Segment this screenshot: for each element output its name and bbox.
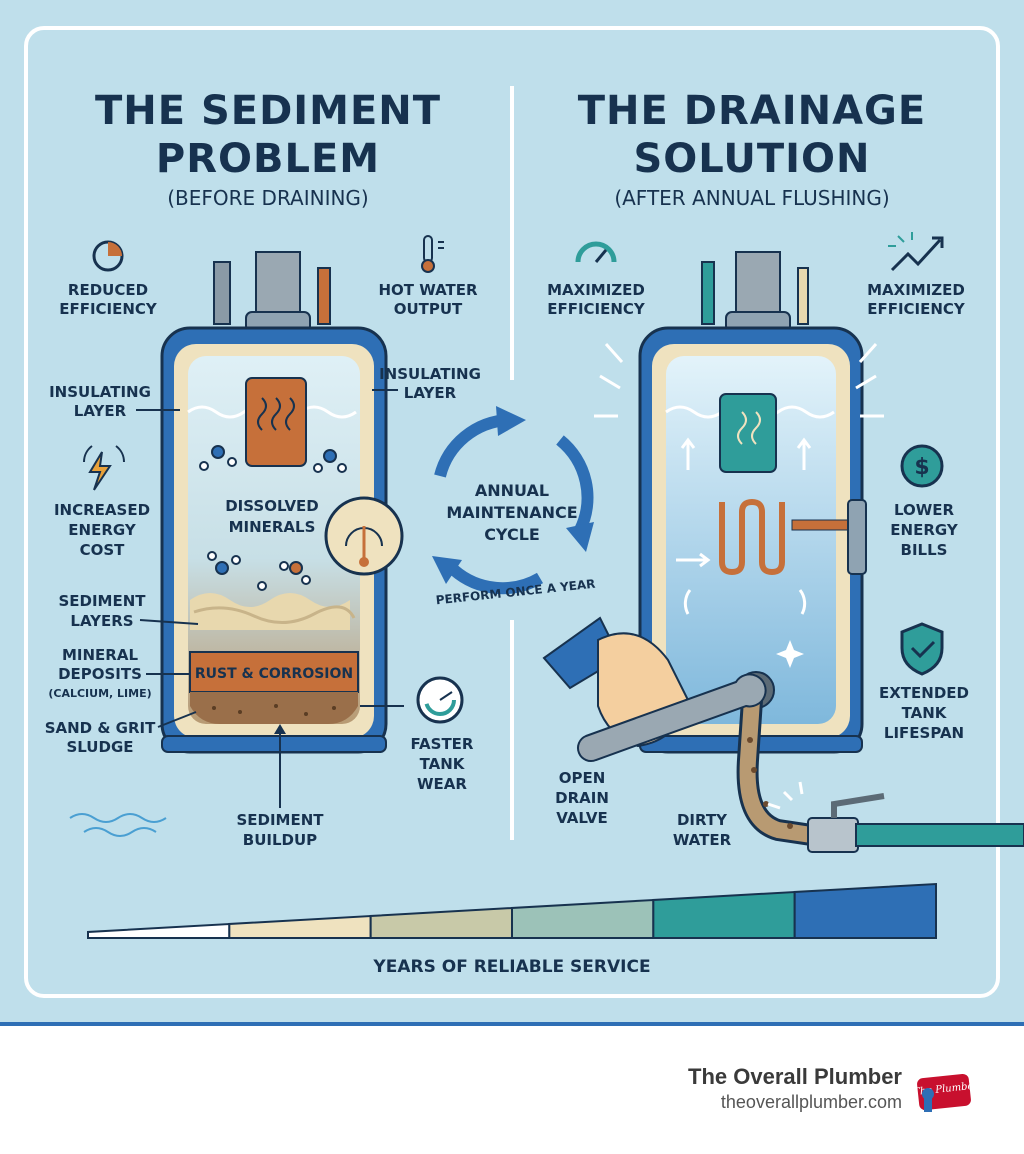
svg-text:HOT WATER: HOT WATER: [378, 281, 478, 299]
trend-up-icon: [888, 232, 944, 272]
right-subtitle: (AFTER ANNUAL FLUSHING): [614, 186, 889, 210]
label-dissolved-minerals: DISSOLVED MINERALS: [225, 497, 319, 536]
rust-corrosion-label: RUST & CORROSION: [195, 666, 353, 682]
svg-text:MAINTENANCE: MAINTENANCE: [446, 503, 577, 522]
shield-check-icon: [900, 622, 944, 676]
svg-text:LAYER: LAYER: [74, 402, 127, 420]
svg-text:(CALCIUM, LIME): (CALCIUM, LIME): [48, 687, 151, 700]
service-bar-segment-5: [652, 890, 796, 939]
label-maximized-efficiency-left: MAXIMIZED EFFICIENCY: [547, 281, 646, 318]
gauge-icon: [416, 676, 464, 724]
svg-text:BILLS: BILLS: [901, 541, 948, 559]
svg-text:ENERGY: ENERGY: [890, 521, 959, 539]
reduced-efficiency-icon: [92, 240, 124, 272]
maintenance-cycle-icon: [432, 406, 594, 595]
svg-text:EFFICIENCY: EFFICIENCY: [867, 300, 966, 318]
svg-text:TANK: TANK: [420, 755, 466, 773]
thermometer-icon: [421, 235, 444, 273]
left-title-line2: PROBLEM: [156, 136, 380, 182]
footer-divider: [0, 1022, 1024, 1026]
svg-text:TANK: TANK: [902, 704, 948, 722]
cycle-label: ANNUAL MAINTENANCE CYCLE: [446, 481, 577, 544]
svg-text:SEDIMENT: SEDIMENT: [58, 592, 146, 610]
svg-text:SLUDGE: SLUDGE: [66, 738, 133, 756]
svg-text:DIRTY: DIRTY: [677, 811, 728, 829]
footer: The Overall Plumber theoverallplumber.co…: [0, 1026, 1024, 1154]
svg-text:OPEN: OPEN: [559, 769, 606, 787]
svg-text:CYCLE: CYCLE: [484, 525, 540, 544]
right-title-line2: SOLUTION: [633, 136, 870, 182]
label-lower-energy-bills: LOWER ENERGY BILLS: [890, 501, 959, 559]
svg-text:$: $: [914, 455, 929, 480]
svg-text:EFFICIENCY: EFFICIENCY: [547, 300, 646, 318]
label-insulating-layer-right: INSULATING LAYER: [372, 365, 481, 402]
label-insulating-layer-left: INSULATING LAYER: [49, 383, 180, 420]
brand: The Overall Plumber theoverallplumber.co…: [688, 1064, 902, 1113]
label-sediment-layers: SEDIMENT LAYERS: [58, 592, 199, 630]
label-extended-tank-lifespan: EXTENDED TANK LIFESPAN: [879, 684, 969, 742]
left-title-line1: THE SEDIMENT: [95, 88, 441, 134]
brand-name: The Overall Plumber: [688, 1064, 902, 1089]
svg-text:LAYER: LAYER: [404, 384, 457, 402]
service-bar-label: YEARS OF RELIABLE SERVICE: [372, 957, 650, 977]
svg-text:LOWER: LOWER: [894, 501, 955, 519]
label-increased-energy-cost: INCREASED ENERGY COST: [54, 501, 150, 559]
svg-text:SEDIMENT: SEDIMENT: [236, 811, 324, 829]
svg-text:WEAR: WEAR: [417, 775, 467, 793]
svg-text:INCREASED: INCREASED: [54, 501, 150, 519]
sediment-tank: RUST & CORROSION: [160, 251, 404, 754]
service-bar-segment-6: [793, 882, 937, 939]
label-hot-water-output: HOT WATER OUTPUT: [378, 281, 478, 318]
svg-text:MAXIMIZED: MAXIMIZED: [867, 281, 965, 299]
svg-text:LAYERS: LAYERS: [70, 612, 133, 630]
speedometer-icon: [575, 241, 617, 263]
drain-hose: [736, 671, 1024, 853]
svg-text:DRAIN: DRAIN: [555, 789, 609, 807]
svg-text:WATER: WATER: [673, 831, 732, 849]
panel-frame: [24, 26, 1000, 998]
svg-text:FASTER: FASTER: [411, 735, 474, 753]
svg-text:BUILDUP: BUILDUP: [243, 831, 317, 849]
plumber-logo: The Plumber: [914, 1073, 972, 1112]
svg-text:COST: COST: [80, 541, 126, 559]
water-waves-icon: [69, 813, 167, 837]
svg-text:MINERAL: MINERAL: [62, 646, 138, 664]
svg-text:DISSOLVED: DISSOLVED: [225, 497, 319, 515]
svg-text:EFFICIENCY: EFFICIENCY: [59, 300, 158, 318]
svg-text:OUTPUT: OUTPUT: [394, 300, 463, 318]
svg-text:DEPOSITS: DEPOSITS: [58, 665, 142, 683]
label-reduced-efficiency: REDUCED EFFICIENCY: [59, 281, 158, 318]
svg-text:ENERGY: ENERGY: [68, 521, 137, 539]
left-subtitle: (BEFORE DRAINING): [167, 186, 368, 210]
label-maximized-efficiency-right: MAXIMIZED EFFICIENCY: [867, 281, 966, 318]
brand-url[interactable]: theoverallplumber.com: [720, 1092, 902, 1112]
label-faster-tank-wear: FASTER TANK WEAR: [360, 705, 474, 793]
label-sand-grit: SAND & GRIT SLUDGE: [45, 711, 197, 756]
svg-text:ANNUAL: ANNUAL: [475, 481, 549, 500]
svg-text:MINERALS: MINERALS: [229, 518, 316, 536]
svg-text:VALVE: VALVE: [556, 809, 608, 827]
label-mineral-deposits: MINERAL DEPOSITS (CALCIUM, LIME): [48, 646, 190, 700]
svg-text:INSULATING: INSULATING: [379, 365, 481, 383]
label-open-drain-valve: OPEN DRAIN VALVE: [555, 769, 609, 827]
svg-text:LIFESPAN: LIFESPAN: [884, 724, 964, 742]
dollar-icon: $: [900, 444, 944, 488]
wrench-hand-icon: [542, 616, 767, 762]
svg-text:EXTENDED: EXTENDED: [879, 684, 969, 702]
svg-text:SAND & GRIT: SAND & GRIT: [45, 719, 156, 737]
label-dirty-water: DIRTY WATER: [673, 811, 732, 849]
right-title-line1: THE DRAINAGE: [578, 88, 926, 134]
svg-text:MAXIMIZED: MAXIMIZED: [547, 281, 645, 299]
label-sediment-buildup: SEDIMENT BUILDUP: [236, 724, 324, 849]
lightning-icon: [83, 445, 125, 491]
clean-tank: [594, 251, 884, 754]
svg-text:REDUCED: REDUCED: [68, 281, 148, 299]
svg-text:INSULATING: INSULATING: [49, 383, 151, 401]
service-bar: [87, 882, 937, 939]
